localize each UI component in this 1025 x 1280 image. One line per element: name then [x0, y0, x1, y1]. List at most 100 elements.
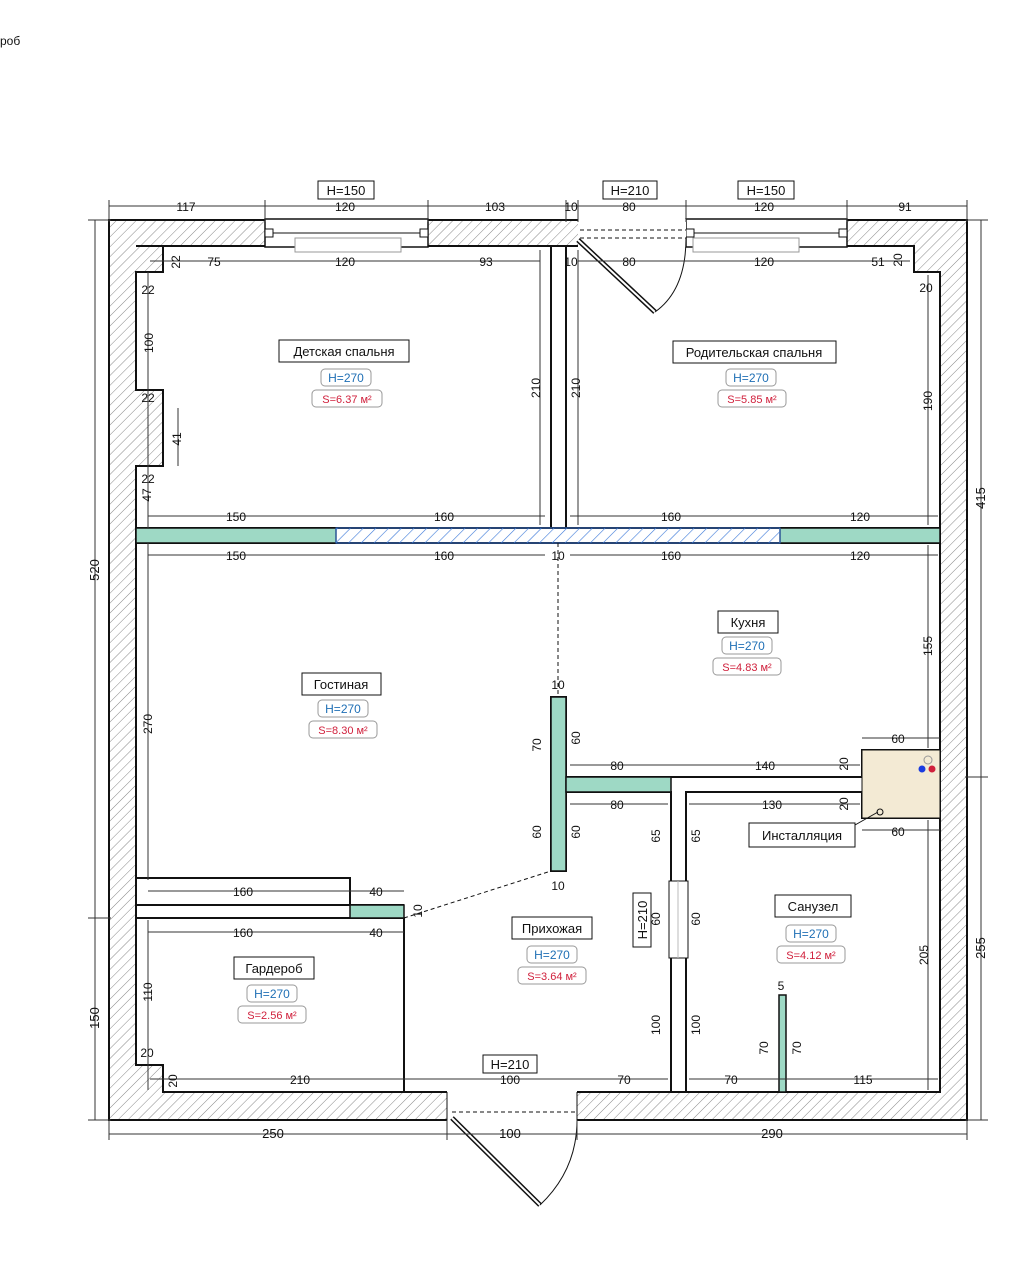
dim-hw-5: 100: [649, 1015, 663, 1035]
dim-bottom-ext-3: 290: [761, 1126, 783, 1141]
hot-water-icon: [928, 765, 936, 773]
dim-living-left: 270: [141, 714, 155, 734]
room-height: H=270: [254, 987, 290, 1001]
dim-pv-6: 10: [551, 879, 565, 893]
window-left: [264, 218, 429, 253]
corner-text: роб: [0, 34, 21, 48]
dim-install-4: 60: [891, 825, 905, 839]
dim-bottom-ext-1: 250: [262, 1126, 284, 1141]
dim-bottom-int-6: 115: [853, 1073, 872, 1087]
dim-kb-2: 140: [755, 759, 775, 773]
dim-top-int-6: 120: [754, 255, 774, 269]
window-right: [685, 218, 848, 253]
dim-hw-4: 60: [689, 912, 703, 926]
dim-child-5: 41: [170, 432, 184, 446]
dim-pv-4: 60: [530, 825, 544, 839]
dim-top-ext-2: 120: [335, 200, 355, 214]
dim-bottom-int-4: 70: [617, 1073, 631, 1087]
door-entry-height: H=210: [491, 1057, 530, 1072]
door-top: [576, 219, 687, 314]
dim-top-ext-3: 103: [485, 200, 505, 214]
room-name: Санузел: [788, 899, 839, 914]
outer-dimension-lines: [88, 200, 988, 1140]
installation-niche: [861, 749, 941, 819]
dim-parents-r1: 20: [891, 253, 905, 267]
dim-parents-left: 210: [569, 378, 583, 398]
dim-hw-2: 65: [689, 829, 703, 843]
dim-bottom-ext-2: 100: [499, 1126, 521, 1141]
dim-top-int-2: 120: [335, 255, 355, 269]
room-name: Прихожая: [522, 921, 582, 936]
dim-top-int-4: 10: [564, 255, 578, 269]
dim-bottom-int-3: 100: [500, 1073, 520, 1087]
dim-hw-3: 60: [649, 912, 663, 926]
room-wardrobe: Гардероб H=270 S=2.56 м²: [233, 956, 315, 1024]
dim-kb-1: 80: [610, 759, 624, 773]
room-living: Гостиная H=270 S=8.30 м²: [301, 672, 382, 739]
dim-bottom-int-2: 210: [290, 1073, 310, 1087]
room-name: Гардероб: [245, 961, 302, 976]
dim-wt-5: 10: [411, 904, 425, 918]
dim-wt-4: 40: [369, 926, 383, 940]
room-area: S=4.12 м²: [786, 950, 836, 962]
dim-bath-1: 5: [778, 979, 785, 993]
pipe-icon: [923, 755, 933, 765]
room-hallway: Прихожая H=270 S=3.64 м²: [511, 916, 593, 985]
room-kitchen: Кухня H=270 S=4.83 м²: [712, 610, 782, 676]
dim-pv-2: 70: [530, 738, 544, 752]
room-height: H=270: [534, 948, 570, 962]
dim-pv-5: 60: [569, 825, 583, 839]
dim-row-upper-3: 160: [661, 510, 681, 524]
door-top-height: H=210: [611, 183, 650, 198]
room-height: H=270: [729, 639, 765, 653]
dim-hw-1: 65: [649, 829, 663, 843]
dim-install-1: 60: [891, 732, 905, 746]
dim-bath-3: 70: [790, 1041, 804, 1055]
dim-parents-r2: 20: [919, 281, 933, 295]
door-entry: [446, 1091, 578, 1207]
room-name: Детская спальня: [293, 344, 394, 359]
room-area: S=5.85 м²: [727, 394, 777, 406]
dim-left-lower: 150: [87, 1007, 102, 1029]
dim-child-1: 22: [169, 255, 183, 269]
room-area: S=6.37 м²: [322, 394, 372, 406]
zone-lines: [403, 543, 559, 1092]
dim-top-ext-5: 80: [622, 200, 636, 214]
dim-kb-3: 80: [610, 798, 624, 812]
removed-wall: [335, 527, 781, 544]
dim-bath-2: 70: [757, 1041, 771, 1055]
room-area: S=8.30 м²: [318, 725, 368, 737]
dim-top-int-1: 75: [207, 255, 221, 269]
opening-labels: H=150 H=210 H=150 H=210 H=210: [317, 180, 795, 1074]
dim-parents-r3: 190: [921, 391, 935, 411]
dim-top-int-3: 93: [479, 255, 493, 269]
dim-wl-1: 110: [141, 982, 155, 1001]
dim-hw-6: 100: [689, 1015, 703, 1035]
room-name: Кухня: [731, 615, 766, 630]
room-height: H=270: [733, 371, 769, 385]
cold-water-icon: [918, 765, 926, 773]
dim-row-lower-2: 160: [434, 549, 454, 563]
dim-pv-1: 10: [551, 678, 565, 692]
dim-child-right: 210: [529, 378, 543, 398]
installation-name: Инсталляция: [762, 828, 842, 843]
room-bathroom: Санузел H=270 S=4.12 м²: [774, 894, 852, 964]
dim-top-ext-7: 91: [898, 200, 912, 214]
dim-left-total: 520: [87, 559, 102, 581]
dim-child-2: 22: [141, 283, 155, 297]
dim-row-lower-5: 120: [850, 549, 870, 563]
dim-row-lower-4: 160: [661, 549, 681, 563]
dim-bottom-int-1: 20: [166, 1074, 180, 1088]
window-left-height: H=150: [327, 183, 366, 198]
dim-right-lower: 255: [973, 937, 988, 959]
dim-right-upper: 415: [973, 487, 988, 509]
dimension-labels: 117 120 103 10 80 120 91 75 120 93 10 80…: [87, 200, 988, 1141]
dim-top-int-7: 51: [871, 255, 885, 269]
dim-kitchen-right: 155: [921, 636, 935, 656]
dim-row-lower-3: 10: [551, 549, 565, 563]
room-height: H=270: [328, 371, 364, 385]
room-area: S=2.56 м²: [247, 1010, 297, 1022]
dim-install-3: 20: [837, 797, 851, 811]
dim-child-3: 100: [142, 333, 156, 353]
